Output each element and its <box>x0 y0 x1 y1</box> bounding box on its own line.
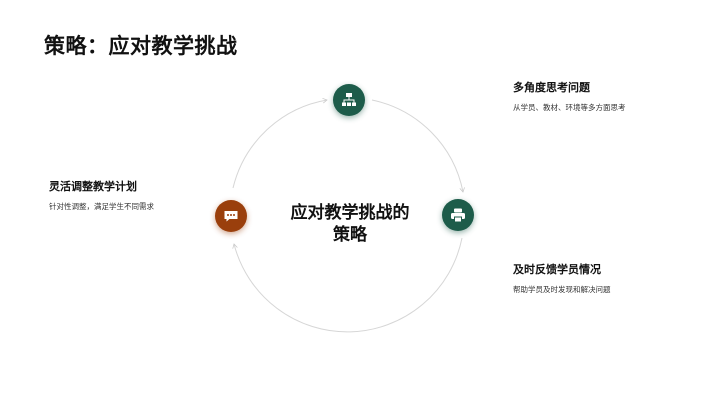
arrow-left-to-top <box>232 98 328 189</box>
card-left: 灵活调整教学计划 针对性调整，满足学生不同需求 <box>49 178 154 212</box>
card-heading: 多角度思考问题 <box>513 81 590 94</box>
center-line-1: 应对教学挑战的 <box>290 203 410 223</box>
node-right <box>442 199 474 231</box>
page-title: 策略：应对教学挑战 <box>44 34 238 58</box>
card-top: 多角度思考问题 从学员、教材、环境等多方面思考 <box>513 79 626 113</box>
sitemap-icon <box>342 93 356 106</box>
arrow-top-to-right <box>371 99 465 193</box>
node-left <box>215 200 247 232</box>
card-description: 从学员、教材、环境等多方面思考 <box>513 103 626 112</box>
arrow-right-to-left <box>232 237 463 333</box>
card-description: 帮助学员及时发现和解决问题 <box>513 285 611 294</box>
center-label: 应对教学挑战的 策略 <box>270 202 430 246</box>
center-line-2: 策略 <box>333 225 367 245</box>
comment-dots-icon <box>224 211 238 222</box>
card-heading: 灵活调整教学计划 <box>49 180 137 193</box>
printer-icon <box>451 208 465 222</box>
card-heading: 及时反馈学员情况 <box>513 263 601 276</box>
card-description: 针对性调整，满足学生不同需求 <box>49 202 154 211</box>
card-right: 及时反馈学员情况 帮助学员及时发现和解决问题 <box>513 261 611 295</box>
node-top <box>333 84 365 116</box>
